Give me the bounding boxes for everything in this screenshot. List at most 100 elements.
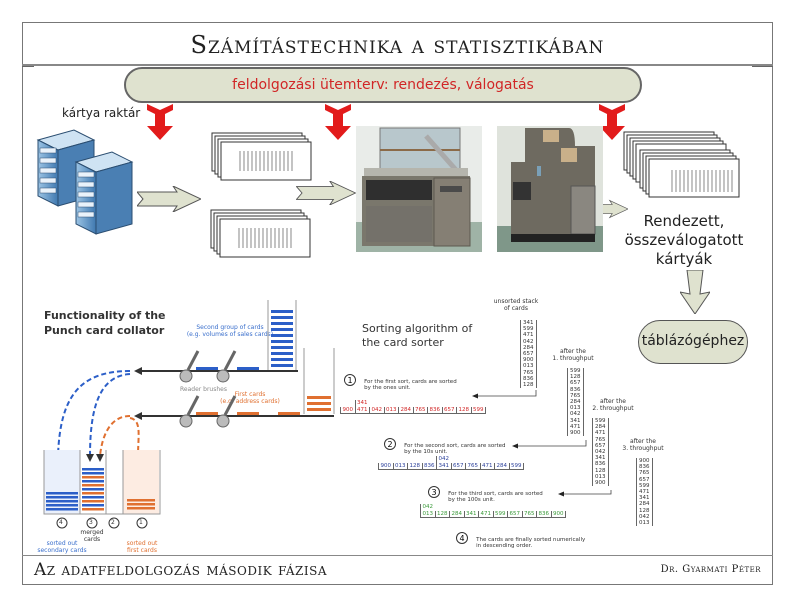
collator-diagram: Functionality of the Punch card collator… bbox=[30, 296, 340, 554]
card-value: 900 bbox=[595, 480, 606, 487]
sort-bin: 013 bbox=[392, 462, 407, 470]
card-value: 765 bbox=[639, 470, 650, 477]
sort-bin-card: 471 bbox=[480, 510, 492, 517]
title-bar: Számítástechnika a statisztikában bbox=[22, 22, 773, 66]
after1-label: after the 1. throughput bbox=[548, 348, 598, 362]
sort-bin: 471 bbox=[479, 462, 494, 470]
second-group-label-line1: Second group of cards bbox=[196, 324, 264, 331]
card-value: 341 bbox=[595, 455, 606, 462]
card-value: 765 bbox=[523, 369, 534, 376]
card-value: 765 bbox=[570, 392, 581, 399]
pocket-number-2: 2 bbox=[111, 519, 115, 526]
sort-bin-card: 128 bbox=[458, 406, 470, 413]
card-value: 341 bbox=[523, 320, 534, 326]
sort-bin-card: 042 bbox=[371, 406, 383, 413]
merged-cards-caption-line2: cards bbox=[83, 536, 101, 543]
sort-bin-card: 900 bbox=[553, 510, 564, 517]
slide-title: Számítástechnika a statisztikában bbox=[190, 31, 605, 59]
card-value: 284 bbox=[639, 501, 650, 508]
pocket-number-1: 1 bbox=[139, 519, 143, 526]
card-value: 836 bbox=[523, 375, 534, 382]
card-value: 013 bbox=[523, 363, 534, 370]
footer-author: Dr. Gyarmati Péter bbox=[660, 564, 761, 575]
tabulator-pill: táblázógéphez bbox=[638, 320, 748, 364]
reader-brushes-label: Reader brushes bbox=[180, 386, 227, 393]
processing-plan-text: feldolgozási ütemterv: rendezés, válogat… bbox=[232, 77, 534, 93]
card-value: 284 bbox=[595, 424, 606, 431]
sort-bin: 657 bbox=[507, 510, 522, 518]
merged-cards-caption-line1: merged bbox=[80, 529, 104, 536]
step-4-text-line1: The cards are finally sorted numerically bbox=[476, 537, 586, 543]
sort-step-1: 1 For the first sort, cards are sorted b… bbox=[344, 374, 457, 393]
card-value: 042 bbox=[639, 513, 650, 520]
card-value: 599 bbox=[595, 418, 606, 424]
step-3-text: For the third sort, cards are sorted by … bbox=[448, 491, 543, 503]
card-value: 042 bbox=[523, 338, 534, 345]
card-storage-server-icon bbox=[36, 129, 134, 235]
step-4-text: The cards are finally sorted numerically… bbox=[476, 537, 585, 549]
unsorted-label-line1: unsorted stack bbox=[493, 298, 539, 305]
step-2-text-line2: by the 10s unit. bbox=[404, 449, 448, 455]
red-down-arrow-icon bbox=[147, 104, 173, 140]
step-1-text: For the first sort, cards are sorted by … bbox=[364, 379, 457, 391]
sort-bin-card: 599 bbox=[495, 510, 506, 517]
sort-bin-extra-card: 042 bbox=[438, 456, 450, 462]
red-down-arrow-icon bbox=[599, 104, 625, 140]
sort-bin-card: 013 bbox=[386, 406, 397, 413]
sort-bin-card: 765 bbox=[415, 406, 426, 413]
card-value: 284 bbox=[523, 344, 534, 351]
sort-bin-card: 657 bbox=[444, 406, 455, 413]
pocket-number-3: 3 bbox=[89, 519, 93, 526]
sort-bin-card: 471 bbox=[357, 406, 368, 413]
collator-machine-photo bbox=[356, 126, 482, 252]
sort-bin-card: 284 bbox=[400, 406, 412, 413]
sort-bin: 836 bbox=[536, 510, 551, 518]
card-value: 599 bbox=[639, 482, 650, 489]
sort-bin-card: 657 bbox=[453, 462, 464, 469]
card-value: 128 bbox=[523, 382, 534, 389]
sort-bin-card: 836 bbox=[424, 462, 435, 469]
second-group-label: Second group of cards (e.g. volumes of s… bbox=[180, 324, 280, 338]
first-cards-caption-line1: sorted out bbox=[126, 540, 158, 547]
collator-schematic bbox=[43, 300, 335, 529]
card-value: 128 bbox=[595, 467, 606, 474]
card-value: 341 bbox=[639, 495, 650, 502]
card-value: 341 bbox=[570, 417, 581, 424]
sorter-title: Sorting algorithm of the card sorter bbox=[362, 322, 472, 350]
sorter-title-line2: the card sorter bbox=[362, 336, 444, 349]
sort-bin-card: 013 bbox=[422, 510, 434, 517]
footer-bar: Az adatfeldolgozás második fázisa Dr. Gy… bbox=[22, 555, 773, 585]
first-cards-caption-line2: first cards bbox=[127, 547, 157, 554]
sort-bin: 471 bbox=[478, 510, 493, 518]
first-cards-caption: sorted out first cards bbox=[120, 540, 164, 554]
sort-bin-card: 836 bbox=[538, 510, 550, 517]
sort-bin: 836 bbox=[421, 462, 436, 470]
after3-label: after the 3. throughput bbox=[618, 438, 668, 452]
slide-frame bbox=[22, 22, 773, 585]
merged-cards-caption: merged cards bbox=[78, 529, 106, 543]
sort-bin-card: 341 bbox=[466, 510, 477, 517]
sort-step-4: 4 The cards are finally sorted numerical… bbox=[456, 532, 585, 551]
card-value: 657 bbox=[639, 476, 650, 483]
sorter-diagram: Sorting algorithm of the card sorter uns… bbox=[336, 296, 672, 552]
collator-title: Functionality of the Punch card collator bbox=[44, 308, 166, 338]
divider-tick-right bbox=[752, 66, 773, 67]
footer-left-title: Az adatfeldolgozás második fázisa bbox=[34, 560, 328, 580]
sort-bin: 657 bbox=[450, 462, 465, 470]
sorted-cards-label-line2: összeválogatott bbox=[624, 231, 744, 249]
card-storage-label: kártya raktár bbox=[62, 106, 141, 120]
card-value: 284 bbox=[570, 399, 581, 406]
card-value: 128 bbox=[570, 374, 581, 381]
sort-bin-card: 013 bbox=[395, 462, 406, 469]
card-value: 900 bbox=[639, 458, 650, 464]
pocket-number-4: 4 bbox=[59, 519, 63, 526]
beige-right-arrow-icon bbox=[137, 186, 201, 212]
